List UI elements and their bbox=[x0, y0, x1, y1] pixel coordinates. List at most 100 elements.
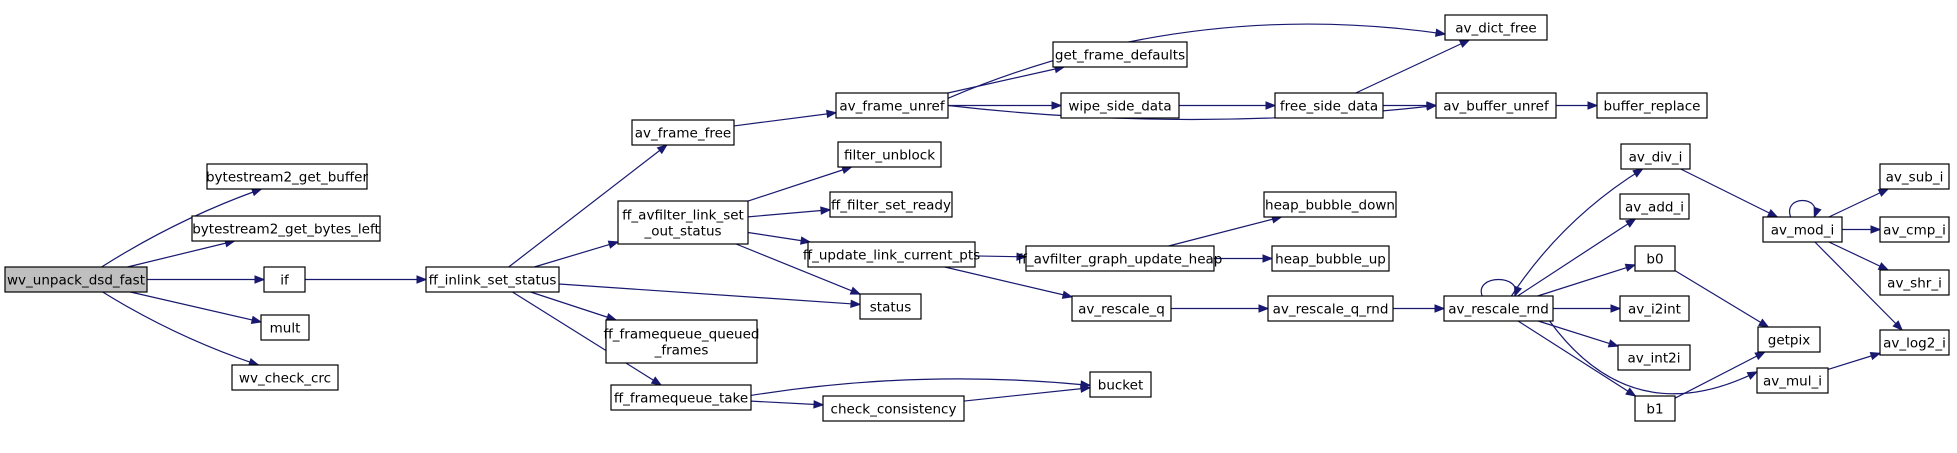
node-buffer_replace[interactable]: buffer_replace bbox=[1596, 92, 1708, 119]
node-box bbox=[1267, 295, 1394, 322]
edge-free_side_data-to-av_dict_free bbox=[1355, 39, 1471, 94]
node-av_cmp_i[interactable]: av_cmp_i bbox=[1879, 216, 1950, 243]
node-av_rescale_rnd[interactable]: av_rescale_rnd bbox=[1443, 295, 1554, 322]
node-bucket[interactable]: bucket bbox=[1089, 371, 1152, 398]
node-av_buffer_unref[interactable]: av_buffer_unref bbox=[1435, 92, 1557, 119]
edge-av_rescale_rnd-to-av_div_i bbox=[1510, 168, 1644, 297]
node-ff_framequeue_take[interactable]: ff_framequeue_take bbox=[610, 384, 752, 411]
node-ff_filter_set_ready[interactable]: ff_filter_set_ready bbox=[829, 191, 953, 218]
node-box bbox=[610, 384, 752, 411]
node-wv_check_crc[interactable]: wv_check_crc bbox=[231, 364, 339, 391]
node-if[interactable]: if bbox=[263, 266, 306, 293]
edge-wv_unpack_dsd_fast-to-if bbox=[146, 275, 266, 284]
node-label: ff_filter_set_ready bbox=[831, 198, 951, 214]
edge-av_mod_i-to-av_mod_i bbox=[1788, 199, 1822, 219]
node-label: ff_avfilter_link_set bbox=[622, 208, 744, 224]
edge-ff_avfilter_link_set_out_status-to-ff_filter_set_ready bbox=[747, 206, 832, 218]
node-box bbox=[631, 119, 735, 146]
node-box bbox=[617, 200, 749, 245]
edge-ff_inlink_set_status-to-ff_framequeue_queued_frames bbox=[530, 291, 618, 322]
node-box bbox=[1263, 191, 1397, 218]
node-box bbox=[1757, 326, 1821, 353]
edge-ff_avfilter_link_set_out_status-to-status bbox=[735, 243, 862, 295]
node-b1[interactable]: b1 bbox=[1634, 395, 1676, 422]
edge-av_mul_i-to-av_log2_i bbox=[1827, 352, 1882, 371]
node-box bbox=[1619, 295, 1690, 322]
node-av_dict_free[interactable]: av_dict_free bbox=[1444, 14, 1548, 41]
node-b0[interactable]: b0 bbox=[1634, 245, 1676, 272]
edge-check_consistency-to-bucket bbox=[963, 384, 1092, 402]
node-av_rescale_q_rnd[interactable]: av_rescale_q_rnd bbox=[1267, 295, 1394, 322]
edge-av_rescale_q-to-av_rescale_q_rnd bbox=[1171, 304, 1270, 313]
edge-av_buffer_unref-to-buffer_replace bbox=[1555, 101, 1599, 110]
node-box bbox=[1071, 295, 1172, 322]
node-label: av_rescale_q_rnd bbox=[1273, 302, 1389, 318]
node-label: av_log2_i bbox=[1883, 336, 1946, 352]
node-label: ff_framequeue_take bbox=[614, 391, 748, 407]
node-bytestream2_get_bytes_left[interactable]: bytestream2_get_bytes_left bbox=[191, 215, 381, 242]
node-av_frame_free[interactable]: av_frame_free bbox=[631, 119, 735, 146]
node-av_mul_i[interactable]: av_mul_i bbox=[1756, 367, 1829, 394]
edge-av_rescale_rnd-to-av_int2i bbox=[1537, 320, 1620, 348]
node-label: get_frame_defaults bbox=[1055, 48, 1185, 64]
node-av_add_i[interactable]: av_add_i bbox=[1619, 193, 1690, 220]
node-box bbox=[4, 266, 148, 293]
node-status[interactable]: status bbox=[859, 293, 922, 320]
node-av_log2_i[interactable]: av_log2_i bbox=[1879, 329, 1950, 356]
node-bytestream2_get_buffer[interactable]: bytestream2_get_buffer bbox=[206, 163, 368, 190]
node-label: mult bbox=[270, 321, 301, 337]
node-box bbox=[1271, 245, 1390, 272]
node-box bbox=[1025, 245, 1215, 272]
node-box bbox=[807, 241, 976, 268]
node-get_frame_defaults[interactable]: get_frame_defaults bbox=[1052, 41, 1188, 68]
node-box bbox=[1444, 14, 1548, 41]
node-label: av_mod_i bbox=[1771, 223, 1835, 239]
node-label: av_add_i bbox=[1625, 200, 1684, 216]
edge-av_rescale_rnd-to-av_i2int bbox=[1553, 304, 1622, 313]
node-filter_unblock[interactable]: filter_unblock bbox=[837, 141, 942, 168]
node-av_i2int[interactable]: av_i2int bbox=[1619, 295, 1690, 322]
node-heap_bubble_up[interactable]: heap_bubble_up bbox=[1271, 245, 1390, 272]
node-label: _out_status bbox=[643, 224, 721, 240]
node-label: wv_check_crc bbox=[239, 371, 331, 387]
node-av_int2i[interactable]: av_int2i bbox=[1617, 344, 1691, 371]
edge-if-to-ff_inlink_set_status bbox=[304, 275, 428, 284]
edge-ff_inlink_set_status-to-ff_framequeue_take bbox=[512, 291, 663, 386]
node-wv_unpack_dsd_fast[interactable]: wv_unpack_dsd_fast bbox=[4, 266, 148, 293]
node-getpix[interactable]: getpix bbox=[1757, 326, 1821, 353]
node-label: av_i2int bbox=[1628, 302, 1681, 318]
node-box bbox=[1762, 216, 1843, 243]
node-av_mod_i[interactable]: av_mod_i bbox=[1762, 216, 1843, 243]
node-av_shr_i[interactable]: av_shr_i bbox=[1879, 269, 1950, 296]
node-av_div_i[interactable]: av_div_i bbox=[1620, 143, 1691, 170]
node-label: b0 bbox=[1646, 252, 1663, 268]
node-ff_avfilter_graph_update_heap[interactable]: ff_avfilter_graph_update_heap bbox=[1018, 245, 1223, 272]
node-ff_update_link_current_pts[interactable]: ff_update_link_current_pts bbox=[803, 241, 980, 268]
edge-av_rescale_rnd-to-av_mul_i bbox=[1549, 320, 1759, 395]
edge-av_rescale_rnd-to-av_rescale_rnd bbox=[1480, 278, 1523, 298]
node-label: if bbox=[280, 273, 290, 289]
node-av_sub_i[interactable]: av_sub_i bbox=[1879, 163, 1950, 190]
node-wipe_side_data[interactable]: wipe_side_data bbox=[1060, 92, 1180, 119]
node-ff_inlink_set_status[interactable]: ff_inlink_set_status bbox=[425, 266, 560, 293]
node-label: av_frame_unref bbox=[839, 99, 945, 115]
edge-av_mod_i-to-av_sub_i bbox=[1828, 188, 1890, 218]
node-check_consistency[interactable]: check_consistency bbox=[822, 395, 965, 422]
node-box bbox=[206, 163, 368, 190]
node-av_rescale_q[interactable]: av_rescale_q bbox=[1071, 295, 1172, 322]
node-heap_bubble_down[interactable]: heap_bubble_down bbox=[1263, 191, 1397, 218]
node-mult[interactable]: mult bbox=[260, 314, 310, 341]
edge-av_rescale_rnd-to-b0 bbox=[1537, 263, 1637, 297]
node-box bbox=[260, 314, 310, 341]
edge-ff_inlink_set_status-to-status bbox=[558, 283, 862, 309]
node-box bbox=[859, 293, 922, 320]
edge-av_mod_i-to-av_log2_i bbox=[1814, 241, 1904, 331]
node-box bbox=[263, 266, 306, 293]
function-nodes: wv_unpack_dsd_fast bytestream2_get_buffer… bbox=[4, 14, 1950, 422]
edge-ff_update_link_current_pts-to-ff_avfilter_graph_update_heap bbox=[974, 252, 1028, 261]
edge-ff_inlink_set_status-to-av_frame_free bbox=[508, 144, 668, 268]
node-ff_framequeue_queued_frames[interactable]: ff_framequeue_queued_frames bbox=[604, 319, 760, 364]
node-free_side_data[interactable]: free_side_data bbox=[1274, 92, 1384, 119]
node-av_frame_unref[interactable]: av_frame_unref bbox=[835, 92, 949, 119]
node-ff_avfilter_link_set_out_status[interactable]: ff_avfilter_link_set_out_status bbox=[617, 200, 749, 245]
